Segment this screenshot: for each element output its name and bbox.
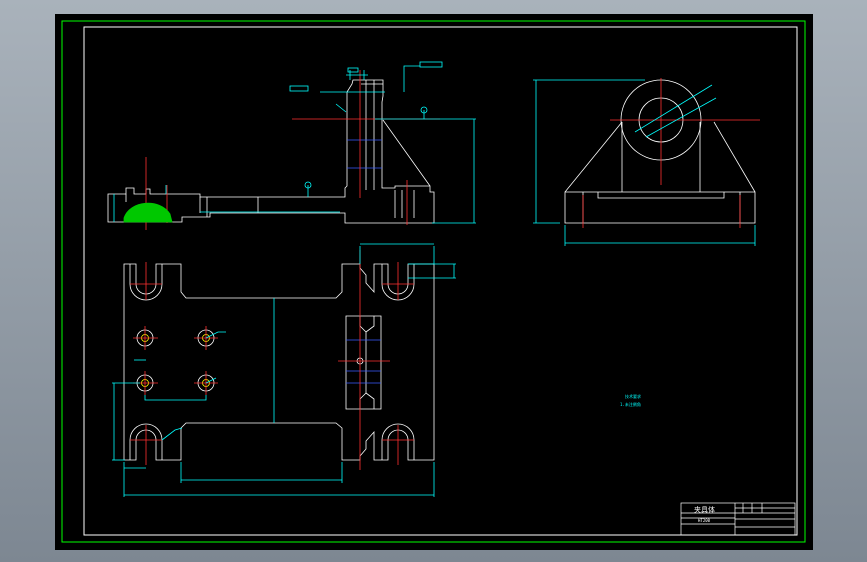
note-line-2: 1.未注倒角 (620, 401, 641, 407)
side-view (533, 78, 760, 246)
front-view (107, 61, 476, 230)
drawing-sheet: 技术要求 1.未注倒角 夹具体 HT200 (61, 20, 806, 543)
top-view-outline (123, 263, 435, 461)
title-block-title: 夹具体 (694, 505, 715, 514)
front-view-outline (107, 79, 435, 224)
side-view-dimensions (533, 79, 756, 246)
front-view-dimensions (113, 65, 476, 224)
section-hatch (123, 202, 173, 223)
top-view-centerlines (130, 250, 414, 470)
front-view-hidden-lines (347, 139, 382, 169)
side-view-outline (564, 79, 756, 224)
title-block-material: HT200 (698, 518, 711, 523)
top-view-hidden-lines (346, 339, 381, 384)
top-view-dimensions (112, 243, 456, 497)
sheet-frame (61, 20, 806, 543)
technical-notes: 技术要求 1.未注倒角 (620, 393, 641, 407)
note-line-1: 技术要求 (625, 393, 641, 399)
front-view-centerlines (145, 70, 440, 230)
outer-border (61, 20, 806, 543)
side-view-centerlines (582, 78, 760, 228)
front-view-callouts (289, 61, 443, 189)
top-view-holes (136, 329, 215, 392)
title-block: 夹具体 HT200 (680, 502, 796, 536)
top-view (112, 243, 456, 497)
inner-border (83, 26, 798, 536)
drawing-canvas[interactable]: 技术要求 1.未注倒角 夹具体 HT200 (55, 14, 813, 550)
